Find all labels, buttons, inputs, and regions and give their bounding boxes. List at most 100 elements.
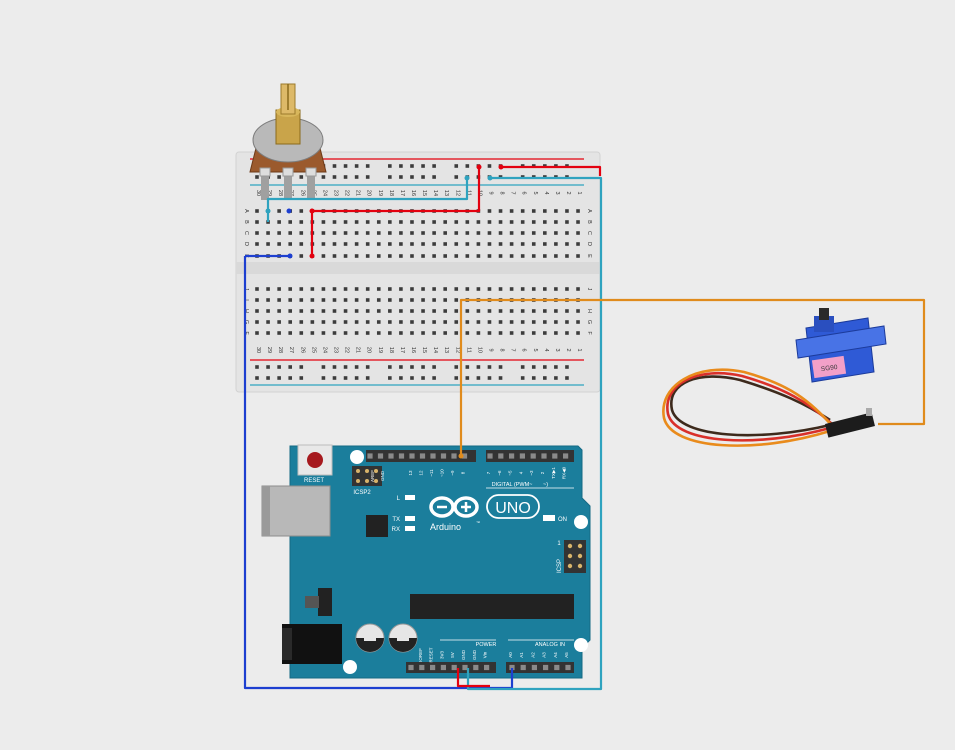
rail-hole[interactable]	[365, 175, 370, 179]
breadboard-hole[interactable]	[266, 242, 270, 246]
breadboard-hole[interactable]	[376, 231, 381, 235]
breadboard-hole[interactable]	[299, 254, 304, 258]
breadboard-hole[interactable]	[310, 331, 315, 335]
breadboard-hole[interactable]	[321, 309, 326, 313]
breadboard-hole[interactable]	[365, 309, 370, 313]
rail-hole[interactable]	[432, 376, 436, 380]
breadboard-hole[interactable]	[465, 231, 470, 235]
rail-hole[interactable]	[421, 376, 425, 380]
header-pin[interactable]	[530, 453, 536, 459]
breadboard-hole[interactable]	[576, 254, 580, 258]
rail-hole[interactable]	[498, 376, 503, 380]
breadboard-hole[interactable]	[388, 309, 392, 313]
breadboard-hole[interactable]	[255, 287, 259, 291]
breadboard-hole[interactable]	[576, 320, 580, 324]
wires[interactable]	[243, 164, 926, 691]
header-pin[interactable]	[430, 664, 436, 671]
rail-hole[interactable]	[399, 365, 403, 369]
breadboard-hole[interactable]	[432, 309, 436, 313]
breadboard-hole[interactable]	[399, 220, 403, 224]
header-pin[interactable]	[552, 453, 558, 459]
breadboard-hole[interactable]	[288, 309, 293, 313]
breadboard-hole[interactable]	[365, 287, 370, 291]
header-pin[interactable]	[451, 664, 457, 671]
breadboard-hole[interactable]	[576, 209, 580, 213]
rail-hole[interactable]	[476, 365, 481, 369]
breadboard-hole[interactable]	[354, 231, 359, 235]
breadboard-hole[interactable]	[255, 220, 259, 224]
header-pin[interactable]	[565, 664, 571, 671]
potentiometer[interactable]	[249, 83, 327, 200]
breadboard-hole[interactable]	[288, 331, 293, 335]
breadboard-hole[interactable]	[454, 287, 459, 291]
breadboard-hole[interactable]	[565, 287, 569, 291]
breadboard-hole[interactable]	[399, 242, 403, 246]
breadboard-hole[interactable]	[388, 331, 392, 335]
breadboard-hole[interactable]	[399, 254, 403, 258]
breadboard-hole[interactable]	[266, 298, 270, 302]
breadboard-hole[interactable]	[520, 309, 525, 313]
breadboard-hole[interactable]	[554, 287, 558, 291]
breadboard-hole[interactable]	[410, 242, 414, 246]
header-pin[interactable]	[461, 453, 468, 459]
rail-hole[interactable]	[277, 365, 281, 369]
rail-hole[interactable]	[354, 365, 359, 369]
breadboard-hole[interactable]	[543, 254, 547, 258]
arduino-uno-board[interactable]: RESET ICSP2	[261, 444, 591, 679]
breadboard-hole[interactable]	[565, 254, 569, 258]
rail-hole[interactable]	[321, 365, 326, 369]
breadboard-hole[interactable]	[531, 287, 536, 291]
breadboard-hole[interactable]	[432, 287, 436, 291]
rail-hole[interactable]	[543, 376, 547, 380]
rail-hole[interactable]	[410, 376, 414, 380]
header-pin[interactable]	[398, 453, 405, 459]
breadboard-hole[interactable]	[321, 254, 326, 258]
breadboard-hole[interactable]	[565, 331, 569, 335]
breadboard-hole[interactable]	[376, 254, 381, 258]
breadboard-hole[interactable]	[465, 254, 470, 258]
breadboard-hole[interactable]	[576, 231, 580, 235]
breadboard-hole[interactable]	[543, 331, 547, 335]
breadboard-hole[interactable]	[410, 298, 414, 302]
breadboard-hole[interactable]	[388, 287, 392, 291]
breadboard-hole[interactable]	[277, 231, 281, 235]
rail-hole[interactable]	[354, 175, 359, 179]
breadboard-hole[interactable]	[531, 231, 536, 235]
breadboard-hole[interactable]	[299, 220, 304, 224]
breadboard-hole[interactable]	[277, 331, 281, 335]
rail-hole[interactable]	[487, 365, 492, 369]
breadboard-hole[interactable]	[520, 242, 525, 246]
rail-hole[interactable]	[343, 376, 348, 380]
breadboard-hole[interactable]	[410, 220, 414, 224]
breadboard-hole[interactable]	[421, 298, 425, 302]
rail-hole[interactable]	[531, 376, 536, 380]
rail-hole[interactable]	[354, 376, 359, 380]
breadboard-hole[interactable]	[443, 220, 447, 224]
rail-hole[interactable]	[354, 164, 359, 168]
breadboard-hole[interactable]	[454, 331, 459, 335]
breadboard-hole[interactable]	[255, 298, 259, 302]
breadboard-hole[interactable]	[299, 309, 304, 313]
breadboard-hole[interactable]	[454, 298, 459, 302]
rail-hole[interactable]	[421, 175, 425, 179]
digital-header-pins[interactable]	[367, 453, 569, 459]
breadboard-hole[interactable]	[509, 309, 514, 313]
header-pin[interactable]	[388, 453, 394, 459]
header-pin[interactable]	[531, 664, 537, 671]
breadboard-hole[interactable]	[354, 220, 359, 224]
breadboard-hole[interactable]	[565, 220, 569, 224]
breadboard-hole[interactable]	[454, 320, 459, 324]
rail-hole[interactable]	[299, 365, 304, 369]
breadboard-hole[interactable]	[576, 331, 580, 335]
breadboard-hole[interactable]	[388, 231, 392, 235]
breadboard-hole[interactable]	[476, 242, 481, 246]
breadboard-hole[interactable]	[399, 320, 403, 324]
breadboard-hole[interactable]	[354, 320, 359, 324]
breadboard-hole[interactable]	[487, 254, 492, 258]
breadboard-hole[interactable]	[277, 220, 281, 224]
breadboard-hole[interactable]	[421, 309, 425, 313]
bottom-header-pins[interactable]	[408, 664, 571, 671]
rail-hole[interactable]	[565, 365, 569, 369]
header-pin[interactable]	[487, 453, 493, 459]
breadboard-hole[interactable]	[277, 287, 281, 291]
